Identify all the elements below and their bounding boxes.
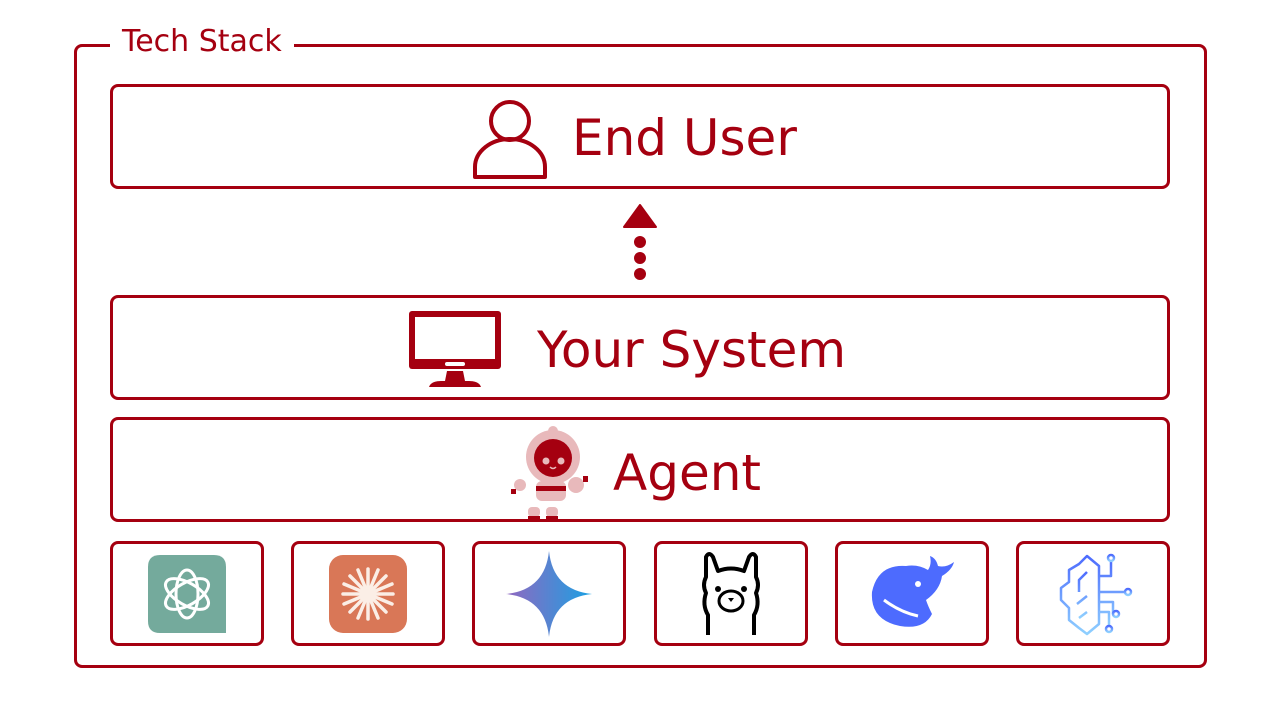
openai-logo-icon (148, 554, 226, 633)
frame-title: Tech Stack (110, 22, 294, 62)
layer-end-user: End User (110, 84, 1170, 189)
claude-logo-icon (329, 554, 407, 633)
monitor-icon (409, 311, 501, 387)
gemini-logo-icon (506, 550, 592, 637)
model-ollama (654, 541, 808, 646)
model-gemini (472, 541, 626, 646)
robot-icon (511, 426, 588, 519)
user-icon (473, 100, 547, 179)
model-claude (291, 541, 445, 646)
deepseek-logo-icon (871, 555, 954, 627)
model-ai-brain (1016, 541, 1170, 646)
ollama-logo-icon (702, 551, 760, 635)
layer-your-system: Your System (110, 295, 1170, 400)
dotted-arrow-up-icon (623, 204, 657, 280)
model-deepseek (835, 541, 989, 646)
tech-stack-frame (74, 44, 1207, 668)
layer-label: Your System (537, 321, 847, 379)
layer-agent: Agent (110, 417, 1170, 522)
ai-brain-circuit-icon (1059, 553, 1133, 635)
layer-label: Agent (613, 444, 761, 502)
model-openai (110, 541, 264, 646)
layer-label: End User (572, 109, 797, 167)
